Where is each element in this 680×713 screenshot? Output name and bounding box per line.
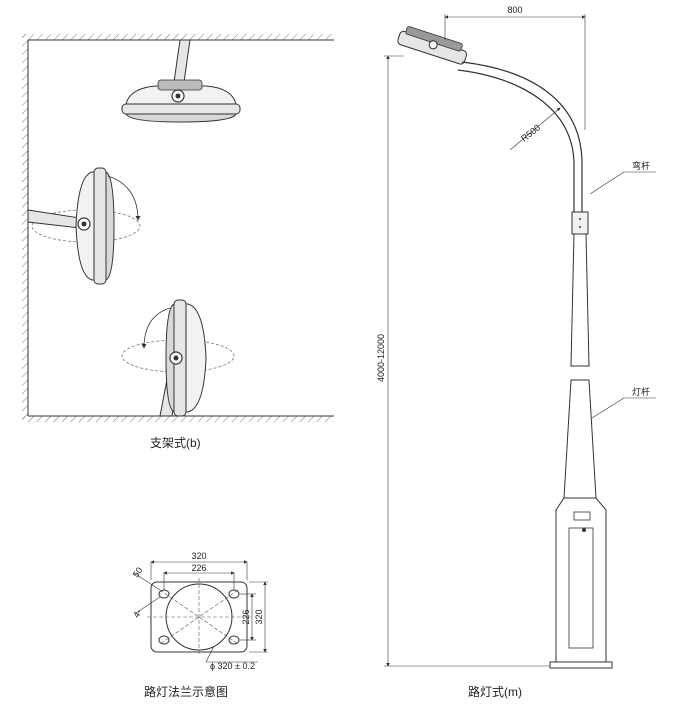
access-door <box>568 527 594 649</box>
fixture-body <box>93 167 107 285</box>
bolt-hole <box>228 589 240 599</box>
pivot-bolt <box>81 221 87 227</box>
curved-arm-outer <box>461 61 583 212</box>
arm-reach-dimension: 800 <box>507 5 522 15</box>
centerline-diagonal <box>159 589 239 645</box>
flange-diagram-caption: 路灯法兰示意图 <box>144 685 229 699</box>
lamp-pivot <box>428 40 438 50</box>
curved-arm-label: 弯杆 <box>632 160 650 171</box>
heat-sink <box>157 79 203 91</box>
flange-diagram: 320 226 226 320 50 4- ϕ 320 ± 0.2 <box>131 551 268 671</box>
bolt-hole <box>158 589 170 599</box>
floor-hatch <box>22 416 334 422</box>
sleeve-bolt <box>579 226 581 228</box>
fixture-body <box>121 103 241 115</box>
flange-circle-diameter: ϕ 320 ± 0.2 <box>210 661 255 671</box>
leader-line <box>205 645 215 663</box>
curved-arm-inner <box>457 69 575 212</box>
flange-outer-height: 320 <box>254 609 264 624</box>
floor-mounted-fixture <box>121 299 235 417</box>
flange-outer-width: 320 <box>191 551 206 561</box>
upper-pole <box>570 233 590 367</box>
rotation-arrow <box>107 175 141 221</box>
leader-line <box>591 397 625 419</box>
left-wall-hatch <box>22 34 28 420</box>
pivot-bolt <box>173 355 179 361</box>
wall-mounted-fixture <box>27 167 141 285</box>
wall-bracket-arm <box>27 209 81 229</box>
flange-hole-count: 4- <box>131 608 144 620</box>
street-light-caption: 路灯式(m) <box>468 685 522 699</box>
pivot-bolt <box>175 93 181 99</box>
bolt-hole <box>228 635 240 645</box>
pole-base-cabinet <box>555 497 607 663</box>
leader-line <box>135 596 161 614</box>
leader-line <box>589 171 625 195</box>
leader-line <box>133 572 161 591</box>
pole-label: 灯杆 <box>632 386 650 397</box>
height-dimension: 4000-12000 <box>376 334 386 382</box>
arm-joint-sleeve <box>571 211 589 235</box>
bracket-mount-panel <box>22 34 334 422</box>
sleeve-bolt <box>579 218 581 220</box>
base-lock <box>582 528 586 532</box>
flange-bolt-spacing-side: 226 <box>241 609 251 624</box>
street-light-drawing: 800 R500 4000-12000 弯杆 灯杆 <box>376 5 656 669</box>
bolt-hole <box>158 635 170 645</box>
street-lamp-head <box>397 26 468 65</box>
bracket-mount-caption: 支架式(b) <box>150 436 201 450</box>
fixture-lens <box>105 171 115 281</box>
fixture-lens <box>125 113 237 123</box>
base-plate <box>549 661 613 669</box>
rotation-arrow <box>141 307 171 349</box>
centerline-diagonal <box>159 589 239 645</box>
flange-bolt-spacing-top: 226 <box>191 563 206 573</box>
flange-edge-offset: 50 <box>131 565 145 579</box>
lower-pole <box>563 379 597 499</box>
nameplate <box>573 511 591 521</box>
ceiling-hatch <box>22 34 334 40</box>
ceiling-mounted-fixture <box>121 39 241 123</box>
radius-leader <box>509 107 561 151</box>
